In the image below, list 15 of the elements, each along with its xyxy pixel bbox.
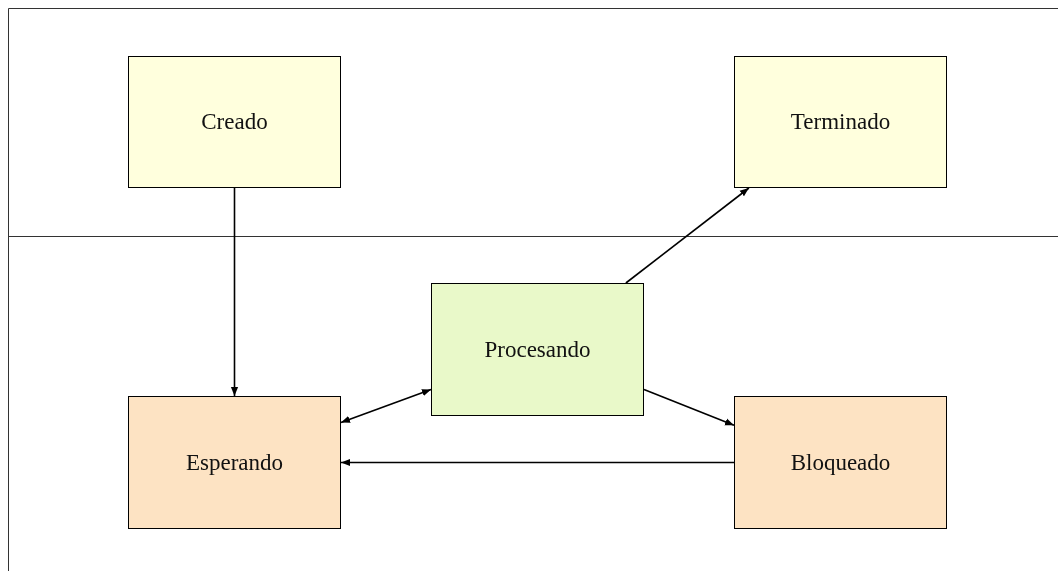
state-label: Bloqueado [790, 449, 891, 476]
arrow [625, 187, 750, 284]
state-box [128, 56, 341, 188]
state-label: Procesando [484, 336, 591, 363]
state-box [734, 396, 947, 529]
state-label: Terminado [790, 109, 891, 135]
state-box [734, 56, 947, 188]
state-label: Esperando [185, 449, 284, 476]
state-label: Creado [201, 109, 268, 135]
state-box [431, 283, 644, 416]
arrow [643, 388, 735, 427]
arrow [230, 187, 239, 397]
arrow [340, 458, 735, 467]
arrow [340, 388, 432, 424]
state-box [128, 396, 341, 529]
